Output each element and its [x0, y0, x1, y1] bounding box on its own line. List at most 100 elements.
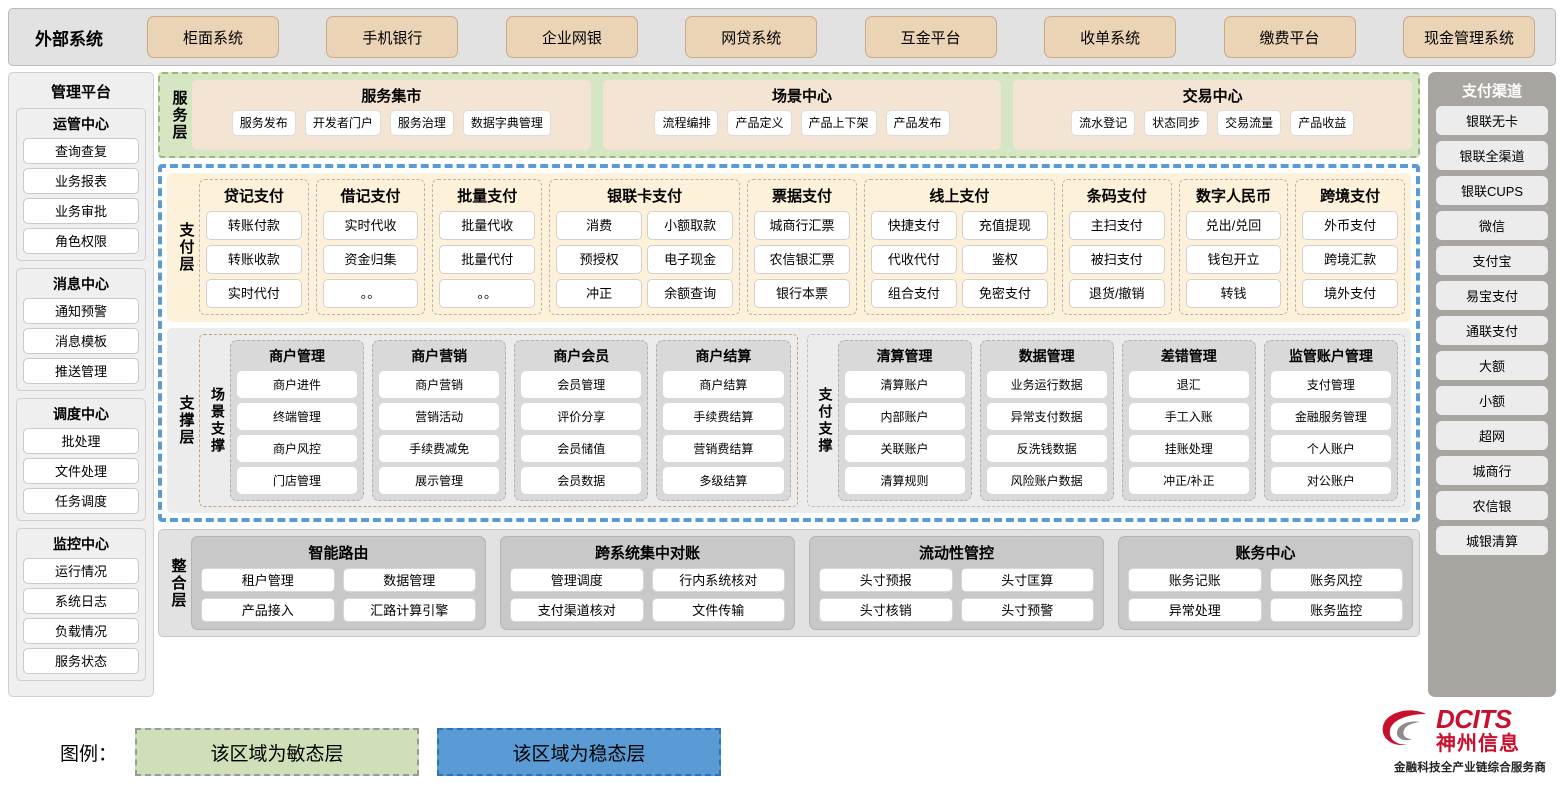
external-system-chip[interactable]: 柜面系统: [147, 16, 279, 58]
payment-item[interactable]: 代收代付: [870, 245, 957, 274]
support-item[interactable]: 营销活动: [379, 403, 500, 430]
support-item[interactable]: 会员数据: [521, 467, 642, 494]
service-item[interactable]: 产品定义: [727, 110, 792, 136]
support-item[interactable]: 商户营销: [379, 371, 500, 398]
payment-item[interactable]: 冲正: [556, 279, 643, 308]
payment-channel-chip[interactable]: 易宝支付: [1436, 281, 1548, 310]
management-item[interactable]: 任务调度: [23, 488, 139, 514]
support-item[interactable]: 支付管理: [1270, 371, 1391, 398]
payment-item[interactable]: 批量代收: [439, 211, 536, 240]
management-item[interactable]: 业务报表: [23, 168, 139, 194]
support-item[interactable]: 业务运行数据: [986, 371, 1107, 398]
payment-item[interactable]: 被扫支付: [1068, 245, 1165, 274]
payment-item[interactable]: 境外支付: [1302, 279, 1399, 308]
support-item[interactable]: 内部账户: [844, 403, 965, 430]
integration-item[interactable]: 头寸核销: [819, 598, 953, 622]
payment-channel-chip[interactable]: 小额: [1436, 386, 1548, 415]
service-item[interactable]: 产品收益: [1290, 110, 1355, 136]
service-item[interactable]: 流程编排: [654, 110, 719, 136]
external-system-chip[interactable]: 现金管理系统: [1402, 16, 1535, 58]
payment-item[interactable]: 退货/撤销: [1068, 279, 1165, 308]
payment-item[interactable]: 银行本票: [754, 279, 850, 308]
support-item[interactable]: 清算规则: [844, 467, 965, 494]
integration-item[interactable]: 支付渠道核对: [510, 598, 644, 622]
management-item[interactable]: 推送管理: [23, 358, 139, 384]
payment-item[interactable]: 跨境汇款: [1302, 245, 1399, 274]
support-item[interactable]: 商户风控: [237, 435, 358, 462]
support-item[interactable]: 关联账户: [844, 435, 965, 462]
integration-item[interactable]: 产品接入: [201, 598, 335, 622]
support-item[interactable]: 金融服务管理: [1270, 403, 1391, 430]
payment-item[interactable]: 组合支付: [870, 279, 957, 308]
payment-item[interactable]: 兑出/兑回: [1185, 211, 1282, 240]
payment-channel-chip[interactable]: 微信: [1436, 211, 1548, 240]
service-item[interactable]: 交易流量: [1217, 110, 1282, 136]
management-item[interactable]: 角色权限: [23, 228, 139, 254]
support-item[interactable]: 冲正/补正: [1128, 467, 1249, 494]
support-item[interactable]: 会员储值: [521, 435, 642, 462]
integration-item[interactable]: 头寸匡算: [960, 568, 1094, 592]
support-item[interactable]: 会员管理: [521, 371, 642, 398]
support-item[interactable]: 营销费结算: [663, 435, 784, 462]
support-item[interactable]: 个人账户: [1270, 435, 1391, 462]
payment-item[interactable]: 转账收款: [206, 245, 302, 274]
support-item[interactable]: 风险账户数据: [986, 467, 1107, 494]
management-item[interactable]: 批处理: [23, 428, 139, 454]
payment-item[interactable]: 免密支付: [961, 279, 1048, 308]
payment-item[interactable]: 钱包开立: [1185, 245, 1282, 274]
service-item[interactable]: 服务治理: [389, 110, 454, 136]
payment-item[interactable]: 余额查询: [647, 279, 734, 308]
integration-item[interactable]: 头寸预报: [819, 568, 953, 592]
payment-item[interactable]: 批量代付: [439, 245, 536, 274]
payment-item[interactable]: 预授权: [556, 245, 643, 274]
payment-item[interactable]: 充值提现: [961, 211, 1048, 240]
service-item[interactable]: 产品上下架: [800, 110, 877, 136]
service-item[interactable]: 流水登记: [1071, 110, 1136, 136]
support-item[interactable]: 反洗钱数据: [986, 435, 1107, 462]
support-item[interactable]: 门店管理: [237, 467, 358, 494]
support-item[interactable]: 手续费结算: [663, 403, 784, 430]
integration-item[interactable]: 汇路计算引擎: [342, 598, 476, 622]
service-item[interactable]: 开发者门户: [304, 110, 381, 136]
payment-channel-chip[interactable]: 城商行: [1436, 456, 1548, 485]
support-item[interactable]: 手工入账: [1128, 403, 1249, 430]
support-item[interactable]: 手续费减免: [379, 435, 500, 462]
management-item[interactable]: 消息模板: [23, 328, 139, 354]
payment-item[interactable]: 资金归集: [322, 245, 419, 274]
payment-item[interactable]: 农信银汇票: [754, 245, 850, 274]
management-item[interactable]: 业务审批: [23, 198, 139, 224]
support-item[interactable]: 评价分享: [521, 403, 642, 430]
support-item[interactable]: 清算账户: [844, 371, 965, 398]
payment-channel-chip[interactable]: 大额: [1436, 351, 1548, 380]
payment-item[interactable]: 主扫支付: [1068, 211, 1165, 240]
support-item[interactable]: 展示管理: [379, 467, 500, 494]
support-item[interactable]: 挂账处理: [1128, 435, 1249, 462]
payment-item[interactable]: 实时代收: [322, 211, 419, 240]
payment-item[interactable]: 转钱: [1185, 279, 1282, 308]
external-system-chip[interactable]: 手机银行: [326, 16, 459, 58]
service-item[interactable]: 服务发布: [231, 110, 296, 136]
payment-item[interactable]: 。。: [322, 279, 419, 308]
payment-channel-chip[interactable]: 通联支付: [1436, 316, 1548, 345]
service-item[interactable]: 数据字典管理: [462, 110, 551, 136]
management-item[interactable]: 运行情况: [23, 558, 139, 584]
integration-item[interactable]: 账务监控: [1269, 598, 1403, 622]
external-system-chip[interactable]: 收单系统: [1044, 16, 1177, 58]
external-system-chip[interactable]: 网贷系统: [685, 16, 818, 58]
payment-channel-chip[interactable]: 支付宝: [1436, 246, 1548, 275]
support-item[interactable]: 终端管理: [237, 403, 358, 430]
integration-item[interactable]: 行内系统核对: [651, 568, 785, 592]
integration-item[interactable]: 账务风控: [1269, 568, 1403, 592]
payment-channel-chip[interactable]: 银联无卡: [1436, 106, 1548, 135]
integration-item[interactable]: 异常处理: [1128, 598, 1262, 622]
integration-item[interactable]: 头寸预警: [960, 598, 1094, 622]
management-item[interactable]: 查询查复: [23, 138, 139, 164]
service-item[interactable]: 产品发布: [885, 110, 950, 136]
payment-item[interactable]: 外币支付: [1302, 211, 1399, 240]
support-item[interactable]: 退汇: [1128, 371, 1249, 398]
integration-item[interactable]: 数据管理: [342, 568, 476, 592]
payment-item[interactable]: 消费: [556, 211, 643, 240]
external-system-chip[interactable]: 缴费平台: [1223, 16, 1356, 58]
support-item[interactable]: 多级结算: [663, 467, 784, 494]
management-item[interactable]: 服务状态: [23, 648, 139, 674]
